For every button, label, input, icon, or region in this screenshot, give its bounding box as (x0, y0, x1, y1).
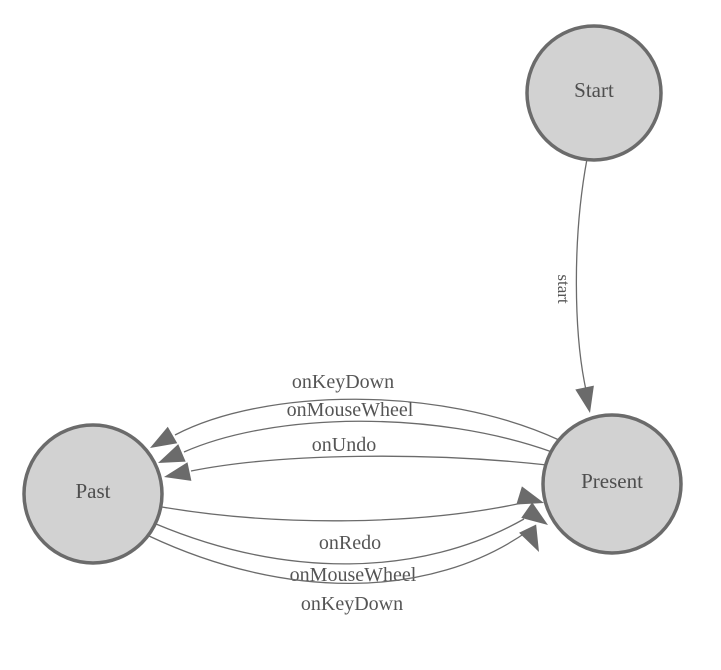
arrowhead-into-present-2 (521, 502, 548, 525)
edge-present-to-past-onkeydown: onKeyDown (150, 371, 560, 448)
edge-start-to-present-line (575, 158, 588, 391)
edge-label-onundo: onUndo (312, 434, 376, 456)
edge-label-onmousewheel-bottom: onMouseWheel (290, 564, 417, 586)
edge-past-to-present-onmousewheel-line (155, 518, 525, 565)
arrowhead-into-present-from-start (575, 385, 594, 413)
arrowhead-into-present-3 (519, 524, 539, 552)
state-node-past-circle (22, 423, 164, 565)
edge-start-to-present: start (554, 158, 594, 413)
edge-label-onkeydown-bottom: onKeyDown (301, 593, 403, 615)
edge-past-to-present-onredo-line (161, 502, 523, 522)
state-node-start[interactable]: Start (525, 24, 663, 162)
arrowhead-into-past-1 (150, 426, 178, 448)
state-node-start-circle (525, 24, 663, 162)
state-node-past-label: Past (75, 479, 110, 503)
edge-present-to-past-onundo-line (190, 455, 548, 472)
state-node-present-circle (541, 413, 683, 555)
arrowhead-into-past-2 (158, 444, 186, 463)
edge-past-to-present-onmousewheel: onMouseWheel (155, 502, 548, 586)
edge-present-to-past-onmousewheel-line (183, 420, 553, 453)
state-node-present[interactable]: Present (541, 413, 683, 555)
edge-label-start: start (554, 274, 573, 304)
edge-present-to-past-onmousewheel: onMouseWheel (158, 399, 553, 463)
edge-label-onmousewheel-top: onMouseWheel (287, 399, 414, 421)
edge-label-onredo: onRedo (319, 532, 381, 554)
edge-past-to-present-onredo: onRedo (161, 486, 544, 554)
state-node-present-label: Present (581, 469, 643, 493)
edge-past-to-present-onkeydown-line (148, 530, 529, 585)
edge-present-to-past-onkeydown-line (174, 398, 560, 441)
arrowhead-into-past-3 (164, 462, 192, 481)
arrowhead-into-present-1 (516, 486, 544, 505)
edge-label-onkeydown-top: onKeyDown (292, 371, 394, 393)
edge-present-to-past-onundo: onUndo (164, 434, 548, 481)
state-node-start-label: Start (574, 78, 614, 102)
edge-past-to-present-onkeydown: onKeyDown (148, 524, 539, 615)
state-node-past[interactable]: Past (22, 423, 164, 565)
